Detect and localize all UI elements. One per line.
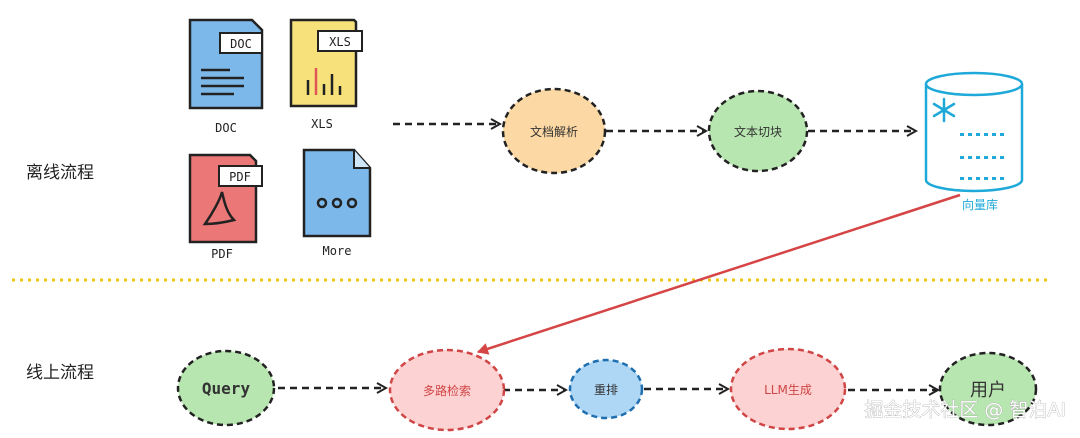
arrow-db-to-retrieval <box>477 193 961 355</box>
vector-db-icon <box>924 71 1024 193</box>
doc-caption: DOC <box>215 121 237 135</box>
node-user: 用户 <box>938 351 1038 427</box>
section-label-online: 线上流程 <box>26 363 94 383</box>
node-llm-label: LLM生成 <box>764 383 812 397</box>
node-parse: 文档解析 <box>501 87 607 175</box>
xls-file-icon: XLS <box>289 18 363 108</box>
more-file-icon <box>302 148 372 238</box>
doc-badge: DOC <box>230 37 252 51</box>
node-retrieval-label: 多路检索 <box>423 383 471 398</box>
pdf-caption: PDF <box>211 247 233 261</box>
xls-caption: XLS <box>311 117 333 131</box>
watermark: 掘金技术社区 @ 智泊AI <box>864 399 1066 421</box>
xls-badge: XLS <box>329 35 351 49</box>
pdf-file-icon: PDF <box>188 153 263 244</box>
node-rerank: 重排 <box>568 358 644 420</box>
section-label-offline: 离线流程 <box>26 163 94 183</box>
snowflake-icon <box>932 97 956 123</box>
vector-db-label: 向量库 <box>962 197 998 212</box>
node-query-label: Query <box>202 379 251 398</box>
pdf-badge: PDF <box>229 170 251 184</box>
more-caption: More <box>323 244 352 258</box>
node-llm: LLM生成 <box>729 347 847 431</box>
node-chunk: 文本切块 <box>707 89 809 173</box>
node-parse-label: 文档解析 <box>530 124 578 139</box>
node-chunk-label: 文本切块 <box>734 124 782 139</box>
node-query: Query <box>176 349 276 427</box>
node-retrieval: 多路检索 <box>388 348 506 432</box>
node-rerank-label: 重排 <box>594 383 618 397</box>
node-user-label: 用户 <box>970 380 1006 401</box>
doc-file-icon: DOC <box>188 18 264 110</box>
